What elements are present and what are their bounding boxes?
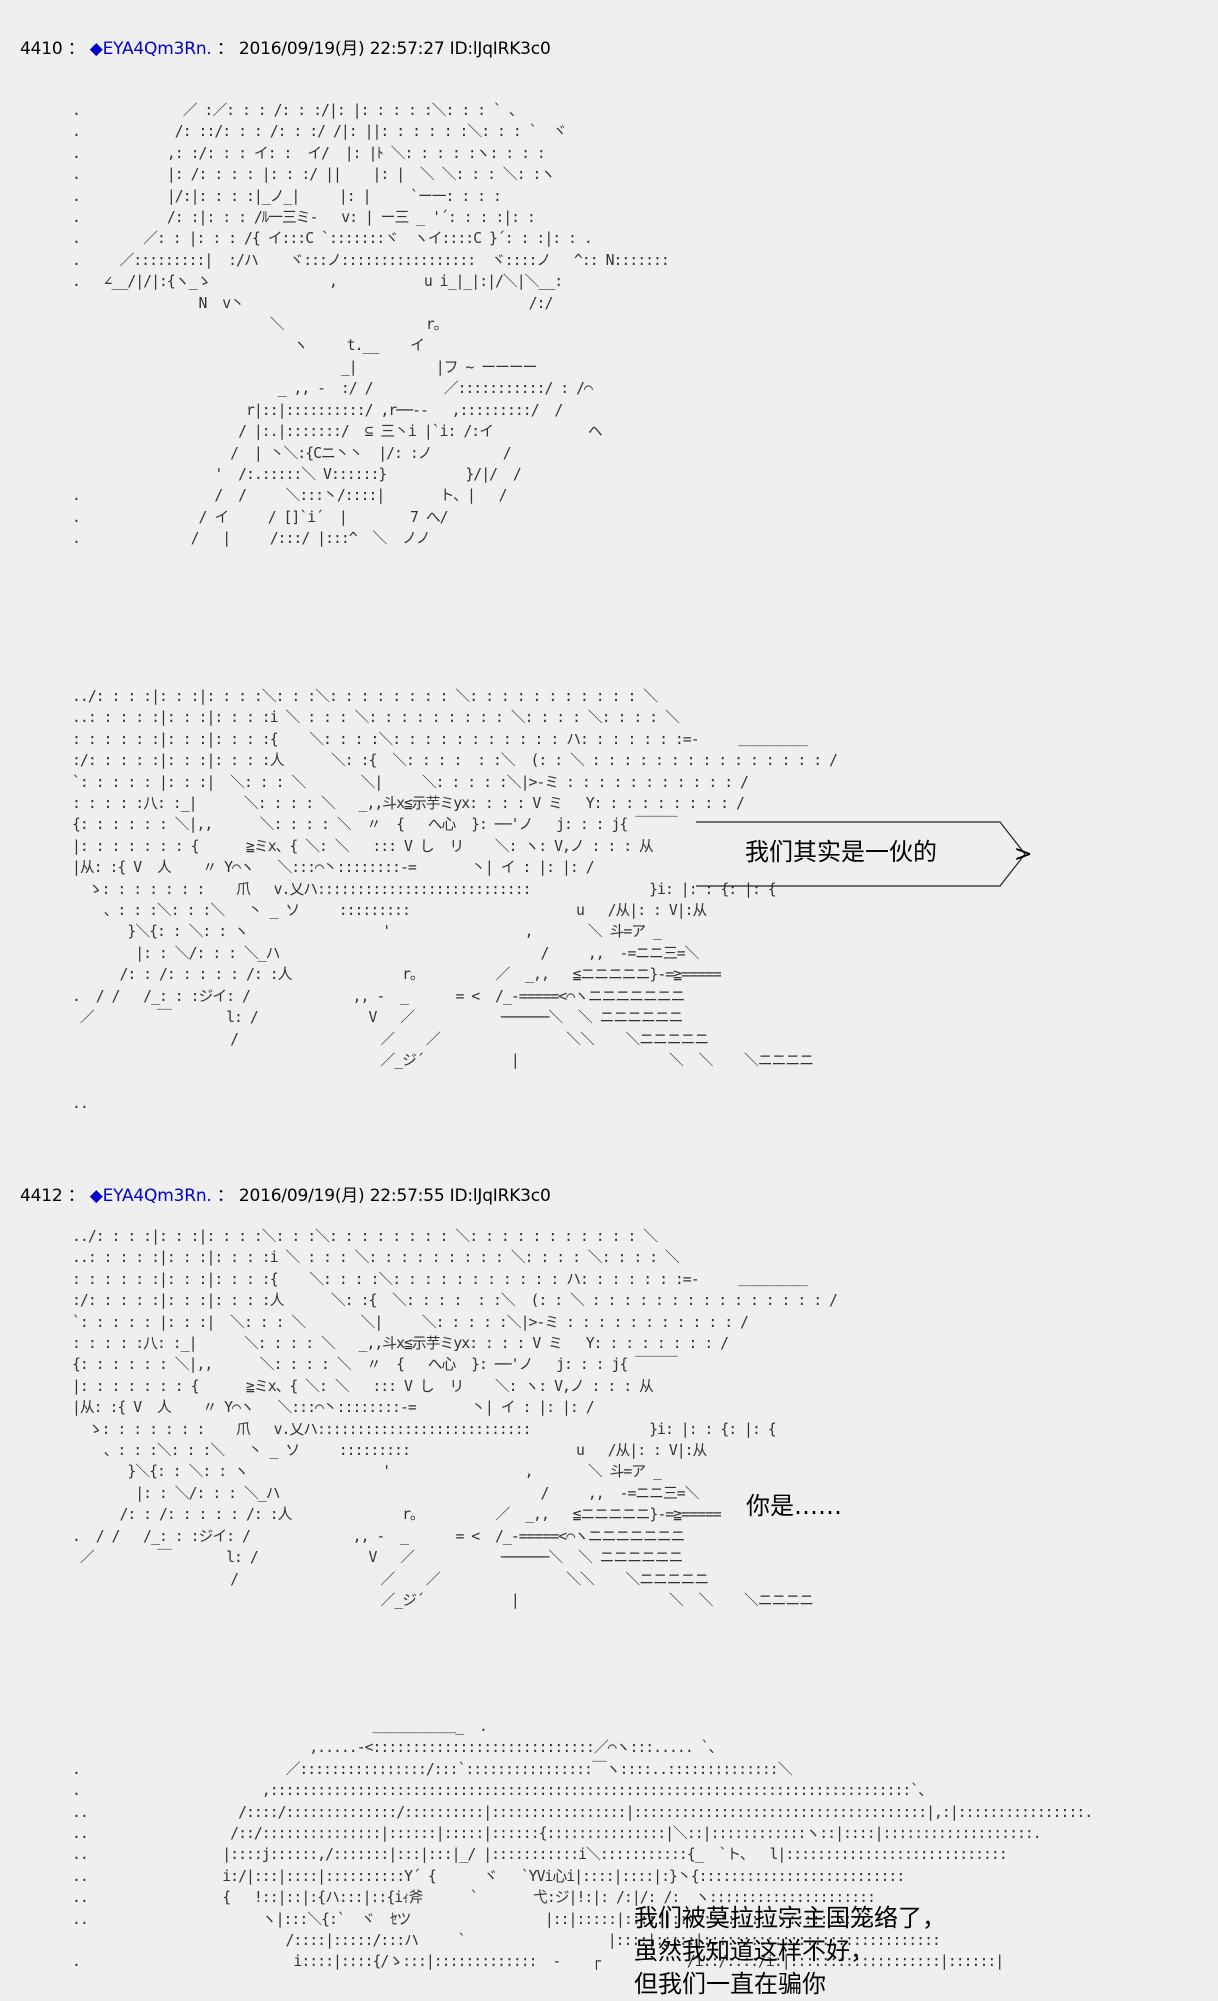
dialogue-line-2: 你是…… [746,1492,842,1520]
speech-bubble-outline [696,821,1026,887]
dialogue-arrow: > [1014,842,1033,867]
ascii-art-scene-2: ../: : : :|: : :|: : : :＼: : :＼: : : : :… [72,1228,838,1609]
post-colon: ： [216,39,234,59]
ascii-art-portrait: . ／ :／: : : /: : :/|: |: : : : :＼: : : `… [72,102,670,548]
post-separator: ： [67,39,85,59]
post-number: 4410 [20,39,63,59]
trip-diamond-icon: ◆ [89,1186,103,1206]
post-colon: ： [216,1186,234,1206]
ascii-art-scene-1: ../: : : :|: : :|: : : :＼: : :＼: : : : :… [72,688,838,1112]
post-datetime-id: 2016/09/19(月) 22:57:27 ID:lJqIRK3c0 [238,39,551,59]
poster-trip[interactable]: EYA4Qm3Rn. [102,39,212,59]
dialogue-line-1: 我们其实是一伙的 [745,838,937,866]
post-header-4410: 4410 ： ◆EYA4Qm3Rn. ： 2016/09/19(月) 22:57… [20,34,551,59]
post-separator: ： [67,1186,85,1206]
trip-diamond-icon: ◆ [89,39,103,59]
post-header-4412: 4412 ： ◆EYA4Qm3Rn. ： 2016/09/19(月) 22:57… [20,1181,551,1206]
poster-trip[interactable]: EYA4Qm3Rn. [102,1186,212,1206]
post-number: 4412 [20,1186,63,1206]
dialogue-line-3: 我们被莫拉拉宗主国笼络了， 虽然我知道这样不好， 但我们一直在骗你 [634,1904,946,1998]
speech-bubble [696,821,1026,887]
ascii-art-portrait-2: ＿＿＿＿＿＿_ . ,.....-<::::::::::::::::::::::… [72,1718,1093,1971]
post-datetime-id: 2016/09/19(月) 22:57:55 ID:lJqIRK3c0 [238,1186,551,1206]
